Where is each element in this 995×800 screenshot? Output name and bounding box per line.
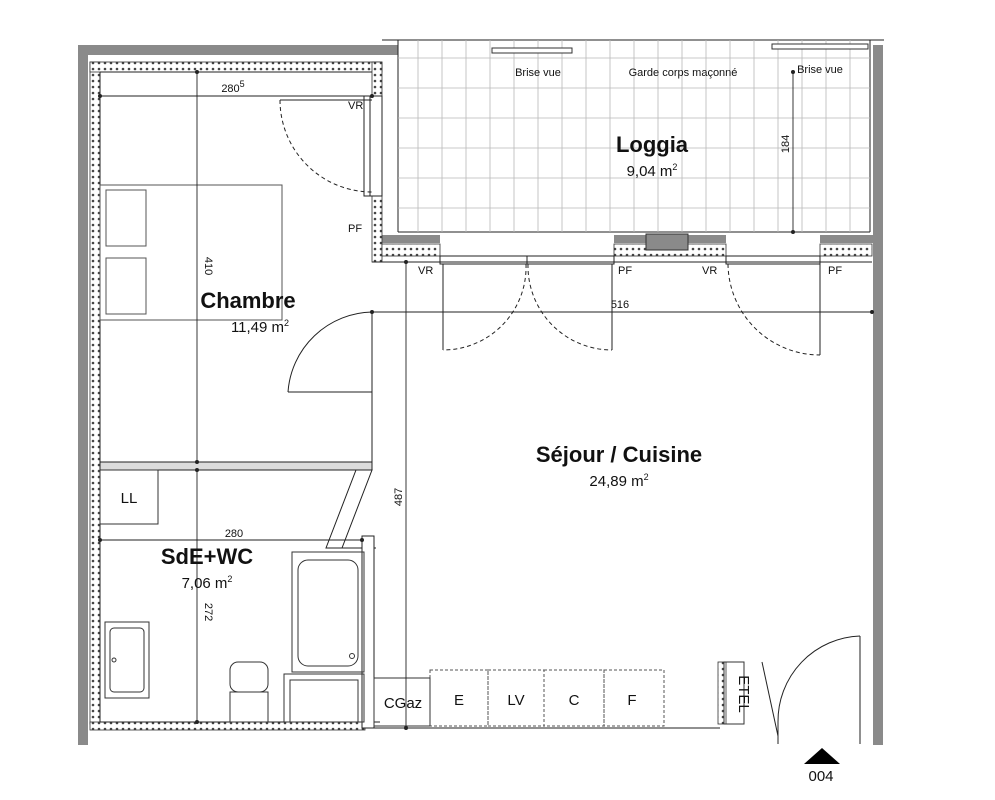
- loggia-tiles: [398, 40, 870, 232]
- outer-walls: [78, 45, 883, 745]
- label-garde-corps: Garde corps maçonné: [629, 67, 738, 79]
- label-pf-sejour-2: PF: [828, 265, 842, 277]
- bathroom-fixtures: [99, 469, 365, 723]
- windows: [363, 95, 821, 265]
- room-area-loggia: 9,04 m2: [627, 162, 678, 180]
- label-lv: LV: [507, 692, 524, 709]
- shower-tray: [283, 673, 365, 723]
- dim-chambre-width: 2805: [221, 79, 244, 95]
- label-vr-chambre: VR: [348, 100, 363, 112]
- brise-vue-panels: [491, 43, 869, 251]
- cgaz-box: [373, 677, 431, 727]
- etel-box: [723, 661, 745, 725]
- bathtub: [291, 551, 365, 673]
- section-marker-icon: [804, 748, 840, 764]
- dim-sde-width: 280: [225, 528, 243, 540]
- label-brise-vue-right: Brise vue: [797, 64, 843, 76]
- dim-loggia-depth: 184: [780, 135, 792, 153]
- insulation: [89, 61, 873, 731]
- label-plan-ref: 004: [808, 768, 833, 785]
- partitions: [99, 461, 376, 729]
- dim-sejour-width: 516: [611, 299, 629, 311]
- label-brise-vue-left: Brise vue: [515, 67, 561, 79]
- label-vr-sejour-1: VR: [418, 265, 433, 277]
- room-name-sejour: Séjour / Cuisine: [536, 442, 702, 467]
- door-swings: [279, 99, 861, 744]
- label-pf-chambre: PF: [348, 223, 362, 235]
- label-e: E: [454, 692, 464, 709]
- toilet: [229, 661, 269, 693]
- room-area-sde: 7,06 m2: [182, 574, 233, 592]
- label-vr-sejour-2: VR: [702, 265, 717, 277]
- dimension-ticks: [98, 70, 874, 730]
- label-pf-sejour-1: PF: [618, 265, 632, 277]
- room-name-chambre: Chambre: [200, 288, 295, 313]
- label-cgaz: CGaz: [384, 695, 422, 712]
- bed: [99, 184, 283, 321]
- label-ll: LL: [121, 490, 138, 507]
- room-name-loggia: Loggia: [616, 132, 689, 157]
- room-area-chambre: 11,49 m2: [231, 318, 289, 336]
- washbasin: [104, 621, 150, 699]
- label-c: C: [569, 692, 580, 709]
- dim-chambre-height: 410: [202, 257, 214, 275]
- label-etel: ETEL: [735, 675, 752, 713]
- room-area-sejour: 24,89 m2: [589, 472, 648, 490]
- dim-sejour-height: 487: [393, 488, 405, 506]
- laundry-ll-box: [99, 469, 159, 525]
- label-f: F: [627, 692, 636, 709]
- room-name-sde: SdE+WC: [161, 544, 253, 569]
- inner-lines: [99, 39, 884, 729]
- dimension-lines: [100, 72, 872, 728]
- dim-sde-height: 272: [202, 603, 214, 621]
